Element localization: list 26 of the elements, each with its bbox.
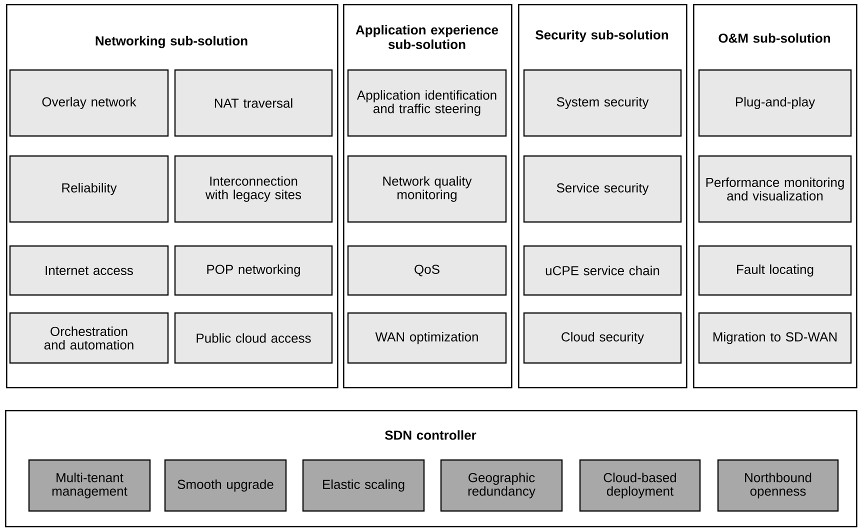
- feature-box: Service security: [523, 155, 682, 223]
- feature-box: QoS: [347, 245, 507, 296]
- feature-box: Elastic scaling: [302, 459, 425, 512]
- feature-box: Northbound openness: [717, 459, 839, 512]
- feature-box: WAN optimization: [347, 312, 507, 364]
- feature-box: System security: [523, 69, 682, 137]
- feature-box: POP networking: [174, 245, 333, 296]
- feature-box: Reliability: [9, 155, 169, 223]
- feature-box: Fault locating: [698, 245, 852, 296]
- feature-box: Overlay network: [9, 69, 169, 137]
- feature-box: Geographic redundancy: [440, 459, 563, 512]
- feature-box: Internet access: [9, 245, 169, 296]
- feature-box: Network quality monitoring: [347, 155, 507, 223]
- feature-box: uCPE service chain: [523, 245, 682, 296]
- feature-box: Interconnection with legacy sites: [174, 155, 333, 223]
- feature-box: Multi-tenant management: [28, 459, 151, 512]
- feature-box: Smooth upgrade: [164, 459, 287, 512]
- feature-box: Orchestration and automation: [9, 312, 169, 364]
- feature-box: Migration to SD-WAN: [698, 312, 852, 364]
- feature-box: Performance monitoring and visualization: [698, 155, 852, 223]
- feature-box: Cloud-based deployment: [579, 459, 701, 512]
- feature-box: NAT traversal: [174, 69, 333, 137]
- feature-box: Cloud security: [523, 312, 682, 364]
- feature-box: Application identification and traffic steering: [347, 69, 507, 137]
- feature-box: Plug-and-play: [698, 69, 852, 137]
- feature-box: Public cloud access: [174, 312, 333, 364]
